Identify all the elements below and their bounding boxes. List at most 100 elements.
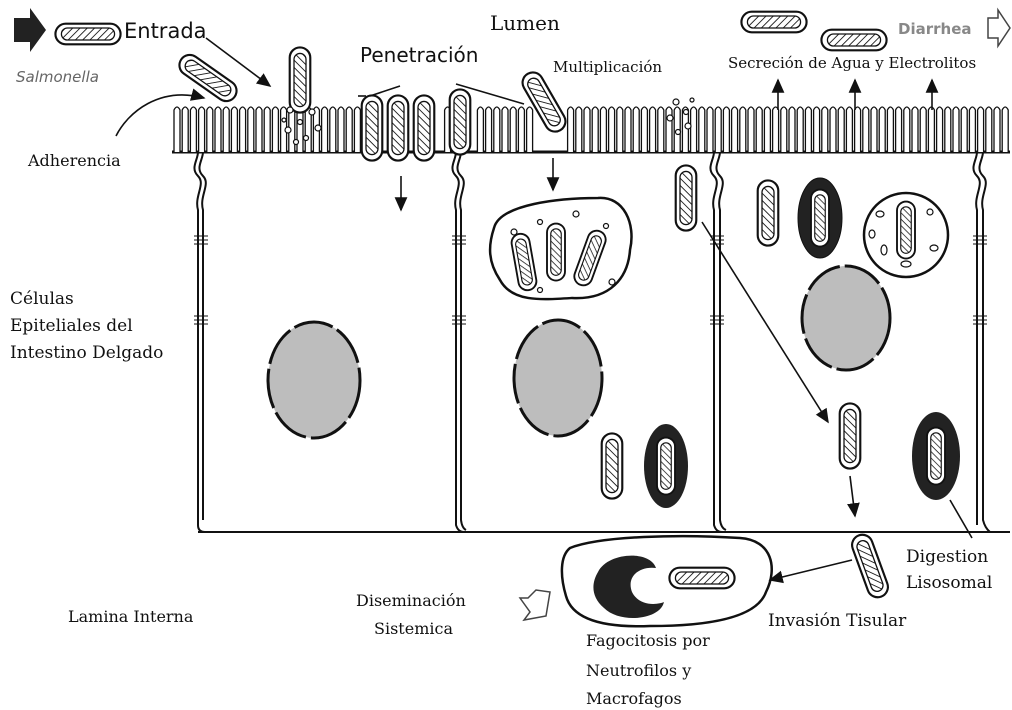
label-salmonella: Salmonella: [16, 68, 99, 86]
phagocytosis-arrow: [770, 560, 852, 580]
microvillus: [1002, 107, 1008, 152]
label-secrecion: Secreción de Agua y Electrolitos: [728, 54, 976, 72]
microvilli: [174, 107, 1008, 152]
microvillus: [748, 107, 754, 152]
label-multiplicacion: Multiplicación: [553, 58, 662, 76]
microvillus: [346, 107, 352, 152]
microvillus: [207, 107, 213, 152]
label-entrada: Entrada: [124, 19, 207, 43]
label-diseminacion-1: Diseminación: [356, 591, 466, 610]
microvillus: [322, 107, 328, 152]
microvillus: [658, 107, 664, 152]
label-digestion-1: Digestion: [906, 547, 988, 567]
label-penetracion: Penetración: [360, 43, 478, 67]
label-celulas-3: Intestino Delgado: [10, 343, 163, 363]
microvillus: [715, 107, 721, 152]
label-adherencia: Adherencia: [27, 151, 121, 170]
microvillus: [617, 107, 623, 152]
label-invasion: Invasión Tisular: [768, 611, 907, 631]
microvillus: [609, 107, 615, 152]
diarrhea-arrow-icon: [988, 10, 1010, 46]
microvillus: [863, 107, 869, 152]
microvillus: [568, 107, 574, 152]
microvillus: [633, 107, 639, 152]
label-digestion-2: Lisosomal: [906, 573, 992, 593]
label-fagocitosis-3: Macrofagos: [586, 689, 682, 708]
microvillus: [978, 107, 984, 152]
microvillus: [838, 107, 844, 152]
microvillus: [781, 107, 787, 152]
microvillus: [928, 107, 934, 152]
microvillus: [732, 107, 738, 152]
microvillus: [912, 107, 918, 152]
microvillus: [945, 107, 951, 152]
label-celulas-2: Epiteliales del: [10, 316, 133, 336]
microvillus: [691, 107, 697, 152]
microvillus: [969, 107, 975, 152]
microvillus: [855, 107, 861, 152]
microvillus: [904, 107, 910, 152]
microvillus: [986, 107, 992, 152]
microvillus: [920, 107, 926, 152]
microvillus: [518, 107, 524, 152]
microvillus: [641, 107, 647, 152]
microvillus: [994, 107, 1000, 152]
microvillus: [494, 107, 500, 152]
microvillus: [723, 107, 729, 152]
label-lamina: Lamina Interna: [68, 607, 194, 626]
microvillus: [773, 107, 779, 152]
microvillus: [240, 107, 246, 152]
microvillus: [961, 107, 967, 152]
microvillus: [707, 107, 713, 152]
phagolysosome: [864, 193, 948, 277]
microvillus: [477, 107, 483, 152]
microvillus: [231, 107, 237, 152]
microvillus: [797, 107, 803, 152]
microvillus: [740, 107, 746, 152]
microvillus: [223, 107, 229, 152]
microvillus: [174, 107, 180, 152]
nucleus-cell-3: [802, 266, 890, 370]
microvillus: [822, 107, 828, 152]
microvillus: [502, 107, 508, 152]
microvillus: [190, 107, 196, 152]
microvillus: [486, 107, 492, 152]
microvillus: [576, 107, 582, 152]
penetracion-line-b: [370, 86, 400, 96]
microvillus: [199, 107, 205, 152]
microvillus: [937, 107, 943, 152]
microvillus: [527, 107, 533, 152]
microvillus: [789, 107, 795, 152]
label-fagocitosis-2: Neutrofilos y: [586, 661, 691, 680]
microvillus: [510, 107, 516, 152]
microvillus: [805, 107, 811, 152]
microvillus: [272, 107, 278, 152]
label-diarrhea: Diarrhea: [898, 20, 971, 38]
microvillus: [354, 107, 360, 152]
label-lumen: Lumen: [490, 11, 560, 35]
microvillus: [871, 107, 877, 152]
label-fagocitosis-1: Fagocitosis por: [586, 631, 710, 650]
label-celulas-1: Células: [10, 289, 74, 309]
label-diseminacion-2: Sistemica: [374, 619, 453, 638]
nucleus-cell-2: [514, 320, 602, 436]
microvillus: [756, 107, 762, 152]
microvillus: [846, 107, 852, 152]
microvillus: [248, 107, 254, 152]
microvillus: [256, 107, 262, 152]
microvillus: [330, 107, 336, 152]
microvillus: [830, 107, 836, 152]
microvillus: [264, 107, 270, 152]
microvillus: [650, 107, 656, 152]
salmonella-arrow-icon: [14, 8, 46, 52]
microvillus: [338, 107, 344, 152]
microvillus: [215, 107, 221, 152]
nucleus-cell-1: [268, 322, 360, 438]
invasion-arrow-2: [850, 476, 855, 516]
microvillus: [584, 107, 590, 152]
microvillus: [600, 107, 606, 152]
microvillus: [297, 107, 303, 152]
microvillus: [814, 107, 820, 152]
dissemination-arrow-icon: [520, 590, 550, 620]
